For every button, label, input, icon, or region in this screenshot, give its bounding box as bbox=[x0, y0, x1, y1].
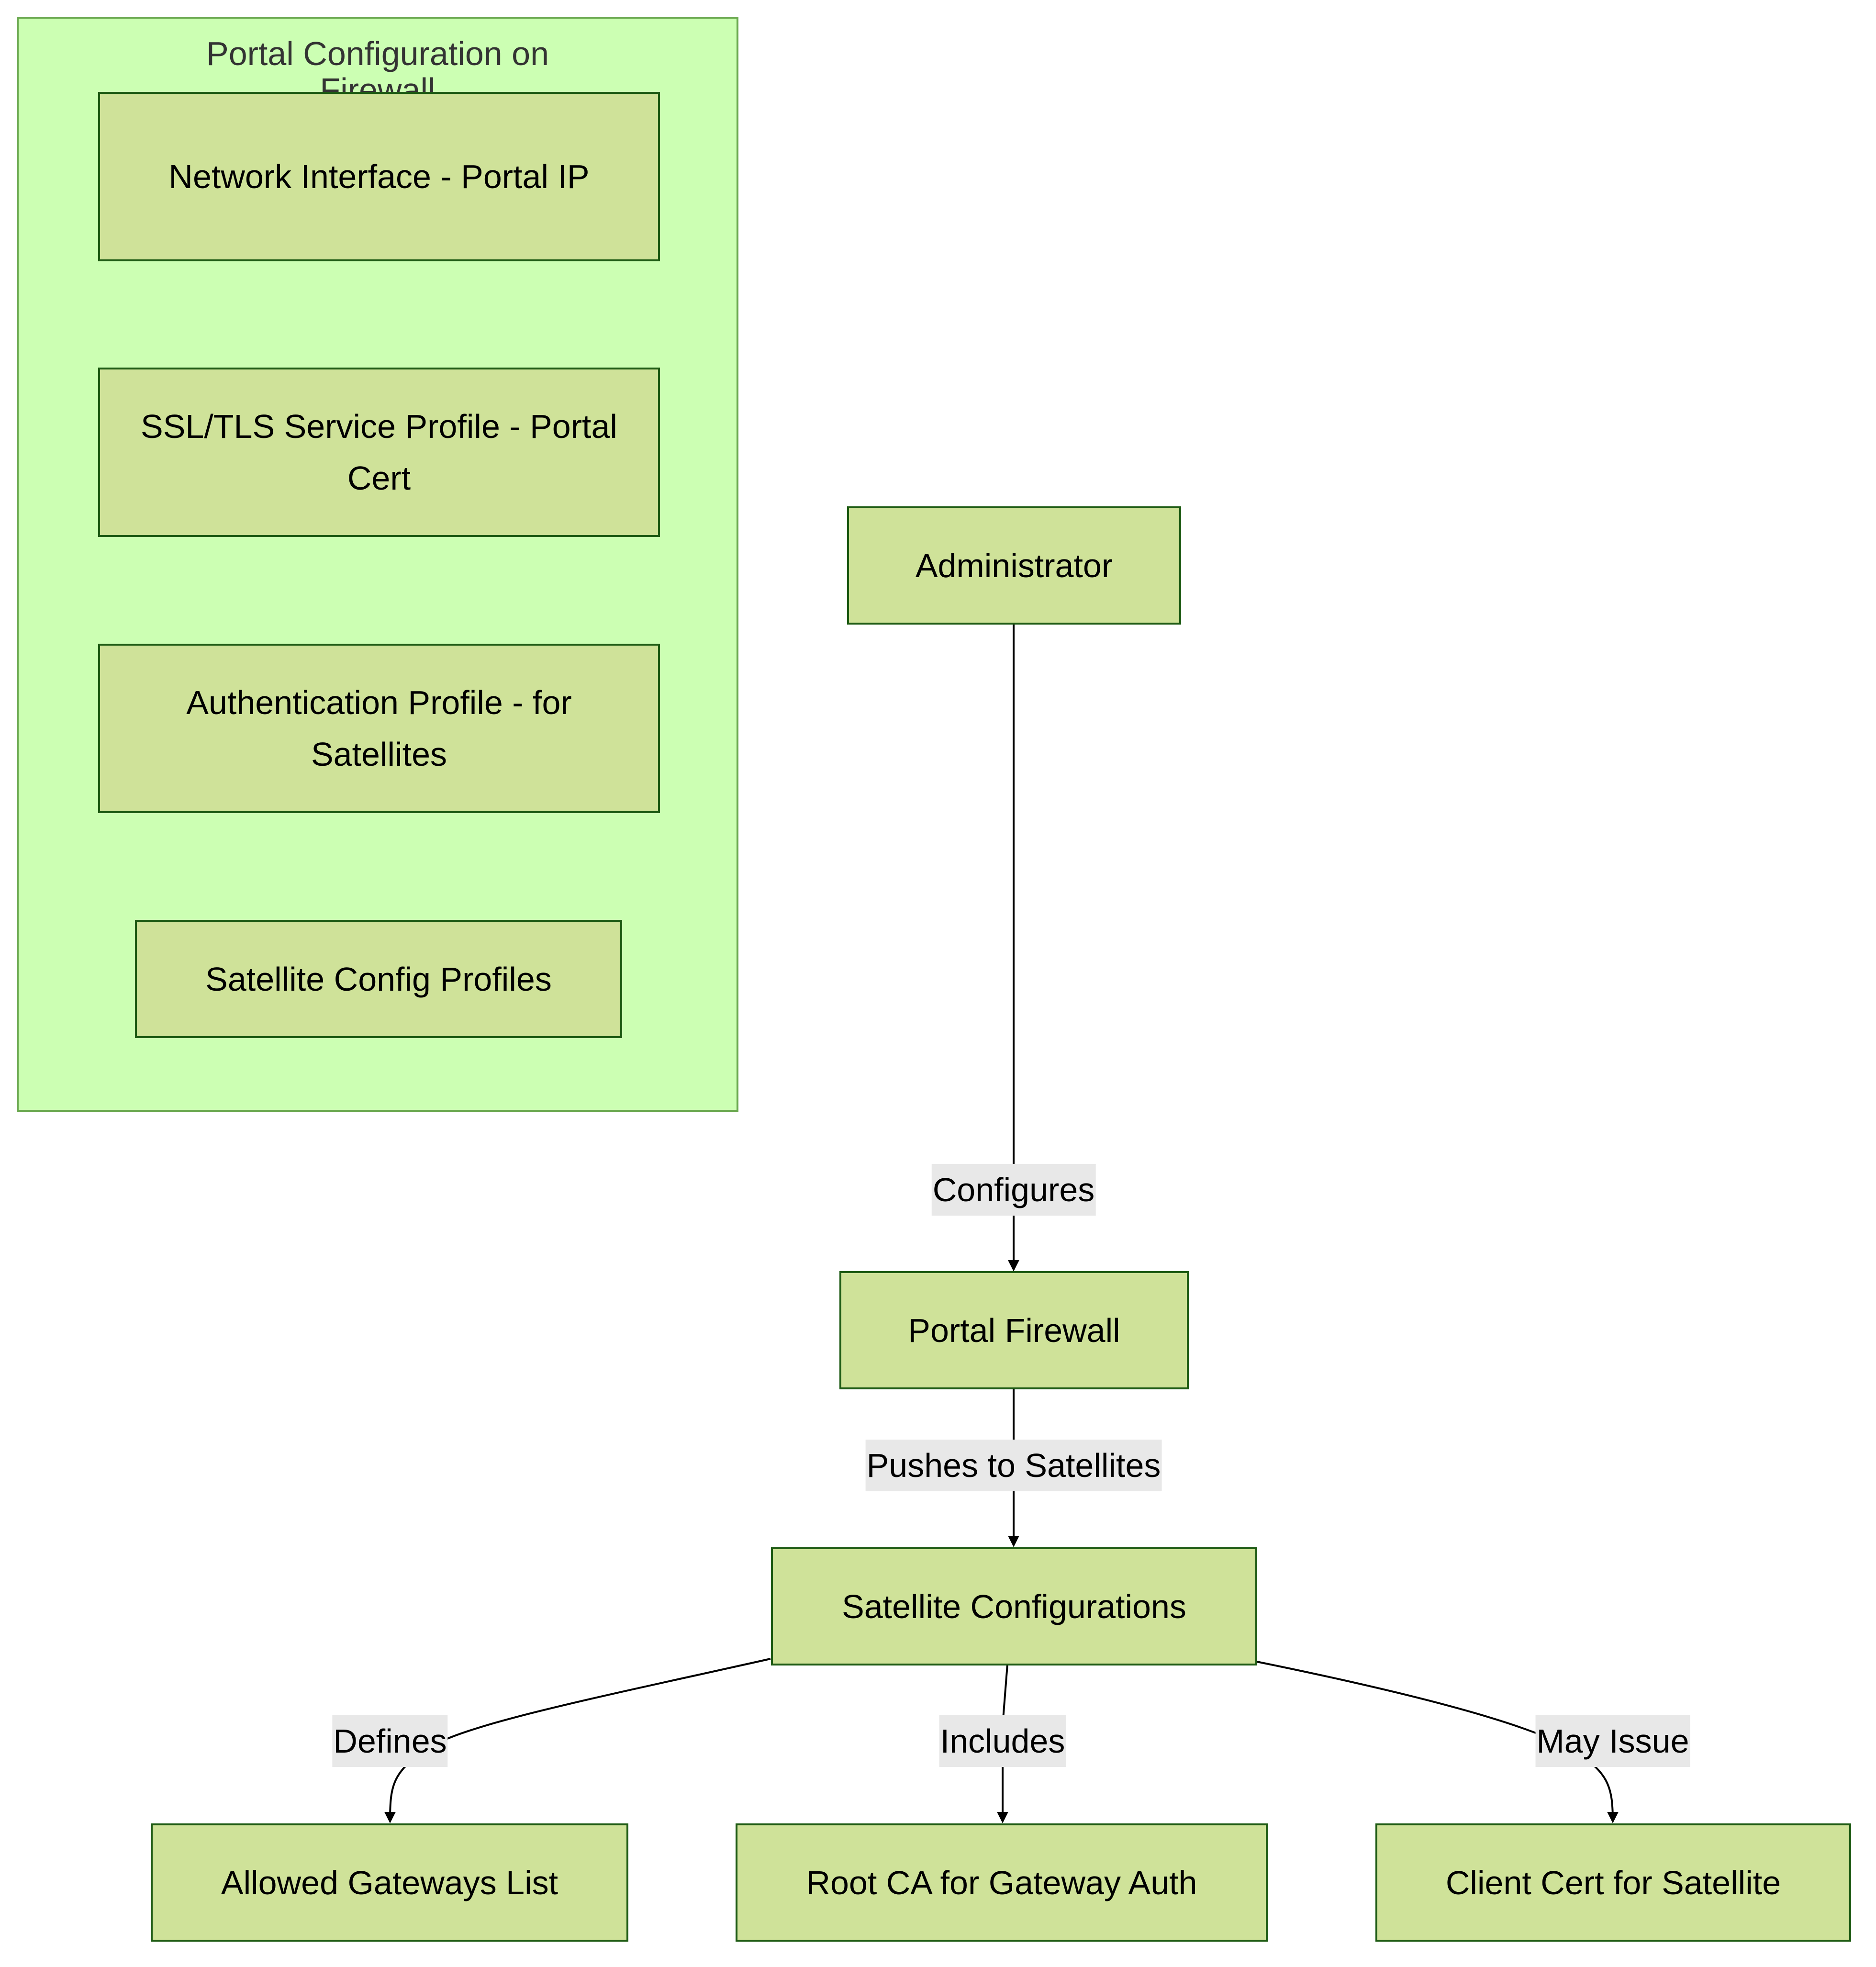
node-satellite-config-profiles[interactable]: Satellite Config Profiles bbox=[135, 920, 622, 1038]
node-portal-firewall[interactable]: Portal Firewall bbox=[839, 1271, 1189, 1389]
node-allowed-gateways-list-label: Allowed Gateways List bbox=[221, 1864, 558, 1901]
node-satellite-configurations-label: Satellite Configurations bbox=[842, 1587, 1186, 1625]
node-administrator-label: Administrator bbox=[915, 547, 1113, 584]
node-client-cert-satellite[interactable]: Client Cert for Satellite bbox=[1375, 1823, 1851, 1942]
edge-label-includes: Includes bbox=[939, 1715, 1066, 1767]
edge-label-pushes-to-satellites: Pushes to Satellites bbox=[865, 1440, 1162, 1491]
node-allowed-gateways-list[interactable]: Allowed Gateways List bbox=[151, 1823, 628, 1942]
node-satellite-config-profiles-label: Satellite Config Profiles bbox=[205, 960, 552, 998]
node-ssl-tls-service-profile[interactable]: SSL/TLS Service Profile - Portal Cert bbox=[98, 368, 660, 537]
node-network-interface[interactable]: Network Interface - Portal IP bbox=[98, 92, 660, 261]
node-authentication-profile-label: Authentication Profile - for Satellites bbox=[186, 684, 572, 773]
edge-satellite-configurations-to-allowed-gateways bbox=[384, 1658, 771, 1823]
node-portal-firewall-label: Portal Firewall bbox=[908, 1311, 1120, 1349]
edge-label-defines: Defines bbox=[332, 1715, 448, 1767]
node-root-ca-gateway-auth[interactable]: Root CA for Gateway Auth bbox=[736, 1823, 1268, 1942]
node-root-ca-gateway-auth-label: Root CA for Gateway Auth bbox=[806, 1864, 1197, 1901]
node-client-cert-satellite-label: Client Cert for Satellite bbox=[1445, 1864, 1781, 1901]
node-satellite-configurations[interactable]: Satellite Configurations bbox=[771, 1547, 1257, 1665]
node-administrator[interactable]: Administrator bbox=[847, 506, 1181, 625]
edge-label-configures: Configures bbox=[931, 1164, 1096, 1216]
node-network-interface-label: Network Interface - Portal IP bbox=[168, 158, 590, 195]
cluster-title: Portal Configuration on Firewall bbox=[206, 35, 549, 109]
edge-label-may-issue: May Issue bbox=[1535, 1715, 1690, 1767]
node-authentication-profile[interactable]: Authentication Profile - for Satellites bbox=[98, 644, 660, 813]
node-ssl-tls-service-profile-label: SSL/TLS Service Profile - Portal Cert bbox=[141, 408, 617, 497]
